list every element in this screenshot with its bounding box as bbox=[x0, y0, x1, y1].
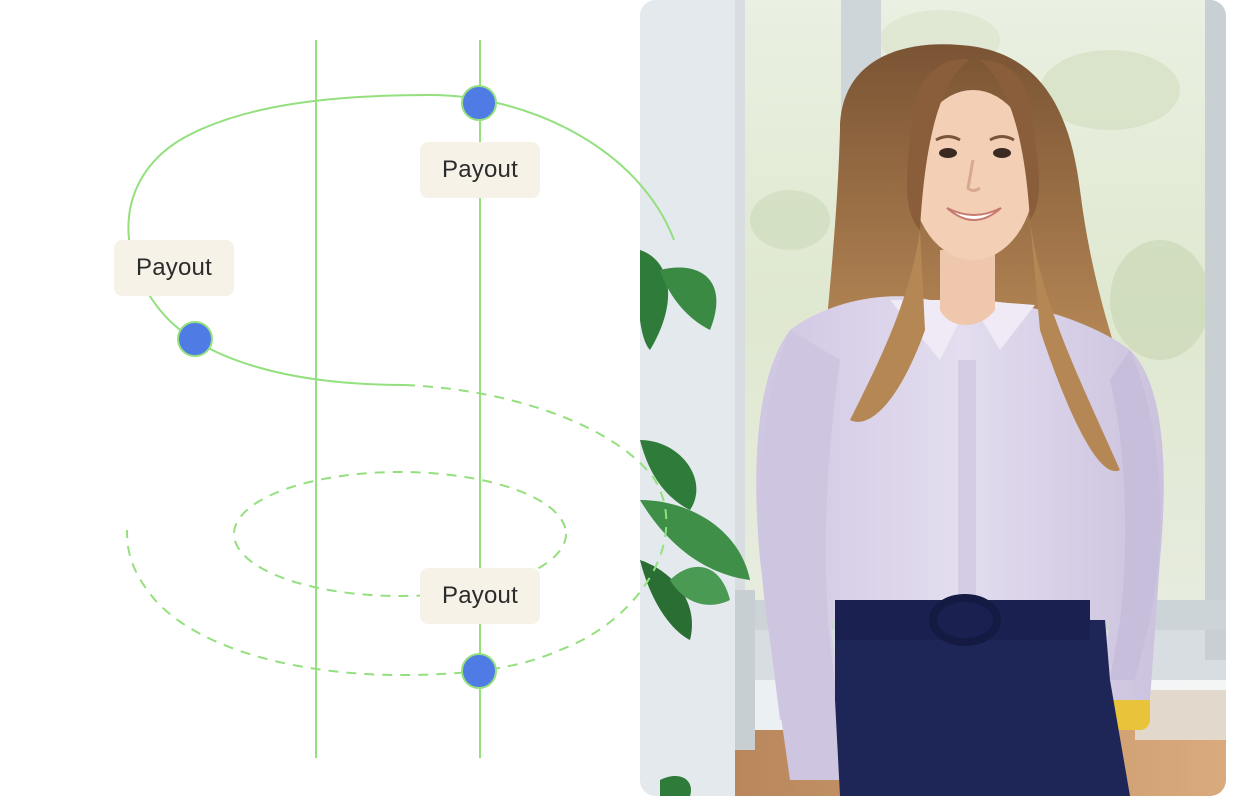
person-photo bbox=[640, 0, 1226, 796]
lower-loop-dashed-curve bbox=[126, 384, 668, 677]
payout-label-left: Payout bbox=[114, 240, 234, 296]
payout-label-bottom: Payout bbox=[420, 568, 540, 624]
payout-node-top bbox=[461, 85, 497, 121]
payout-node-left bbox=[177, 321, 213, 357]
payout-label-top: Payout bbox=[420, 142, 540, 198]
payout-node-bottom bbox=[461, 653, 497, 689]
